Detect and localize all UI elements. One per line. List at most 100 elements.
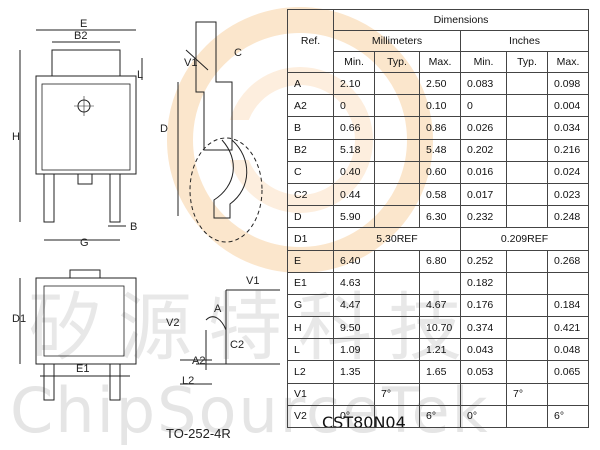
label-D: D bbox=[160, 123, 168, 135]
table-cell bbox=[374, 271, 420, 295]
sub-header: Max. bbox=[547, 51, 589, 73]
table-cell bbox=[374, 404, 420, 429]
label-B2: B2 bbox=[74, 30, 87, 42]
table-cell bbox=[419, 271, 461, 295]
table-cell: 7° bbox=[374, 382, 420, 406]
label-H: H bbox=[12, 131, 20, 143]
side-body bbox=[195, 21, 233, 151]
table-cell: C2 bbox=[287, 182, 334, 207]
table-cell bbox=[374, 116, 420, 140]
sub-header: Max. bbox=[419, 51, 461, 73]
table-cell bbox=[506, 94, 548, 118]
table-cell: 6.30 bbox=[419, 205, 461, 229]
label-L2: L2 bbox=[182, 375, 194, 387]
table-cell: 5.30REF bbox=[333, 227, 461, 251]
table-cell bbox=[374, 138, 420, 162]
table-cell: 1.35 bbox=[333, 360, 375, 384]
table-cell: 5.90 bbox=[333, 205, 375, 229]
sub-header: Typ. bbox=[506, 51, 548, 73]
table-cell: 0.024 bbox=[547, 160, 589, 184]
table-cell: 0.043 bbox=[460, 338, 507, 362]
table-cell: V1 bbox=[287, 382, 334, 406]
table-cell bbox=[374, 360, 420, 384]
top-body bbox=[35, 75, 137, 175]
table-cell: 0.268 bbox=[547, 249, 589, 273]
table-cell bbox=[506, 138, 548, 162]
dimensions-table: Ref. Dimensions Millimeters Inches Min. … bbox=[287, 9, 589, 429]
table-cell: 4.63 bbox=[333, 271, 375, 295]
table-cell: 6° bbox=[547, 404, 589, 429]
table-cell: 0.44 bbox=[333, 182, 375, 207]
table-cell: G bbox=[287, 293, 334, 318]
table-cell: 0.176 bbox=[460, 293, 507, 318]
table-cell: 0.026 bbox=[460, 116, 507, 140]
table-cell: 0.017 bbox=[460, 182, 507, 207]
table-cell bbox=[506, 249, 548, 273]
top-tab bbox=[51, 49, 121, 77]
package-drawing: B2 E L V1 D H C G B D1 V2 A A2 L2 V1 E1 … bbox=[12, 18, 280, 401]
table-cell: 0.023 bbox=[547, 182, 589, 207]
table-cell: 0.421 bbox=[547, 316, 589, 340]
package-name: TO-252-4R bbox=[166, 426, 231, 441]
table-cell: H bbox=[287, 316, 334, 340]
table-cell bbox=[374, 160, 420, 184]
table-cell bbox=[333, 382, 375, 406]
table-cell bbox=[506, 116, 548, 140]
table-cell: 1.21 bbox=[419, 338, 461, 362]
table-cell: 7° bbox=[506, 382, 548, 406]
table-cell: 1.65 bbox=[419, 360, 461, 384]
table-cell bbox=[506, 360, 548, 384]
label-V1-top: V1 bbox=[184, 57, 197, 69]
table-cell bbox=[374, 94, 420, 118]
table-cell: 0.209REF bbox=[460, 227, 589, 251]
table-cell: 0.86 bbox=[419, 116, 461, 140]
table-cell: A bbox=[287, 71, 334, 96]
table-cell: 0.083 bbox=[460, 71, 507, 96]
label-A2: A2 bbox=[192, 355, 205, 367]
label-E: E bbox=[80, 18, 87, 30]
table-cell: 6.40 bbox=[333, 249, 375, 273]
table-cell bbox=[419, 382, 461, 406]
table-cell: 0° bbox=[460, 404, 507, 429]
table-cell: 0.216 bbox=[547, 138, 589, 162]
table-cell: 0 bbox=[460, 94, 507, 118]
table-cell bbox=[506, 338, 548, 362]
table-cell: 10.70 bbox=[419, 316, 461, 340]
table-cell bbox=[374, 316, 420, 340]
table-cell: D1 bbox=[287, 227, 334, 251]
table-cell bbox=[506, 160, 548, 184]
table-cell: 0.66 bbox=[333, 116, 375, 140]
table-cell: L2 bbox=[287, 360, 334, 384]
table-cell bbox=[460, 382, 507, 406]
table-cell: 6.80 bbox=[419, 249, 461, 273]
table-cell: B2 bbox=[287, 138, 334, 162]
table-cell bbox=[506, 71, 548, 96]
label-G: G bbox=[80, 237, 89, 249]
table-cell: 0.048 bbox=[547, 338, 589, 362]
table-row: V1 7° 7° bbox=[287, 382, 589, 406]
table-cell bbox=[506, 271, 548, 295]
label-D1: D1 bbox=[12, 313, 26, 325]
table-cell: 4.47 bbox=[333, 293, 375, 318]
table-cell bbox=[506, 316, 548, 340]
table-cell bbox=[506, 293, 548, 318]
table-cell bbox=[506, 404, 548, 429]
label-E1: E1 bbox=[76, 363, 89, 375]
label-B: B bbox=[130, 221, 137, 233]
ref-header: Ref. bbox=[287, 9, 334, 73]
detail-lead bbox=[196, 289, 280, 365]
table-cell: 0.252 bbox=[460, 249, 507, 273]
label-V1-detail: V1 bbox=[246, 275, 259, 287]
